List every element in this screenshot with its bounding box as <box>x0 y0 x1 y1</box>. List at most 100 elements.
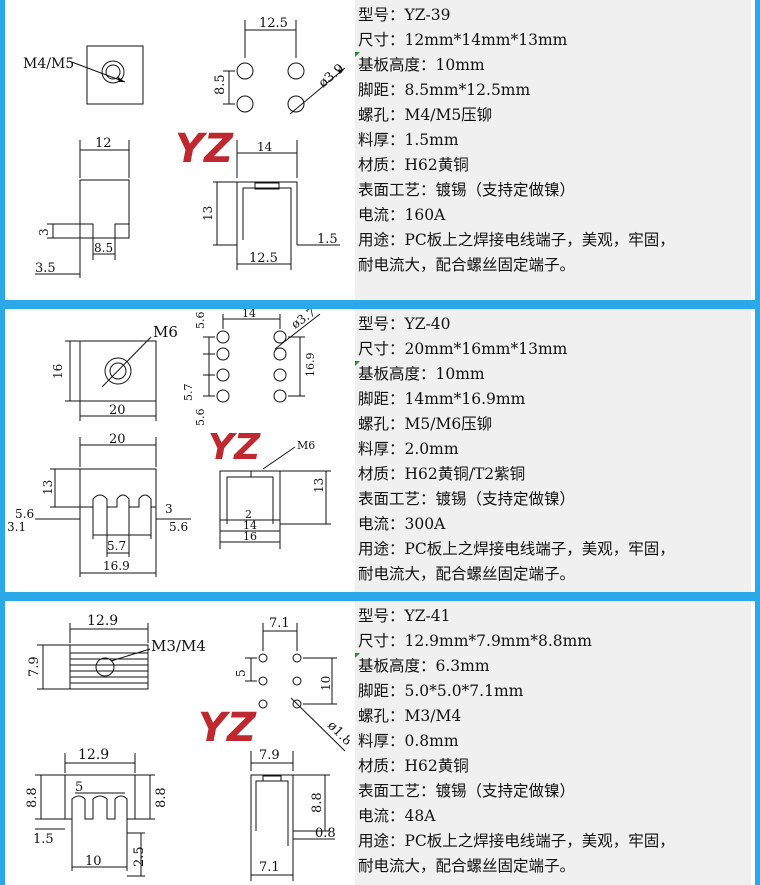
spec-line: 螺孔：M5/M6压铆 <box>358 415 493 433</box>
spec-line: 用途：PC板上之焊接电线端子，美观，牢固， <box>358 540 675 558</box>
dim-label: 8.8 <box>25 787 40 808</box>
spec-line: 材质：H62黄铜/T2紫铜 <box>358 465 526 483</box>
dim-label: 3.5 <box>35 261 56 276</box>
spec-line: 尺寸：12mm*14mm*13mm <box>358 31 568 49</box>
dim-label: 16.9 <box>304 353 317 378</box>
dim-label: 8.8 <box>310 792 325 813</box>
dim-label: 5.6 <box>194 312 207 330</box>
dim-label: 5.6 <box>169 520 188 534</box>
spec-line: 脚距：14mm*16.9mm <box>358 390 526 408</box>
dim-label: 0.8 <box>315 826 336 841</box>
dim-label: 3 <box>37 228 51 236</box>
spec-line: 型号：YZ-39 <box>358 6 451 24</box>
dim-label: 7.1 <box>269 616 290 631</box>
dim-label: 8.8 <box>154 787 169 808</box>
spec-line: 材质：H62黄铜 <box>358 757 469 775</box>
dim-label: 16 <box>243 530 257 543</box>
spec-line: 料厚：2.0mm <box>358 440 459 458</box>
product-yz-40: M6 16 20 20 13 5.6 3.1 5.7 16.9 3 5.6 14… <box>5 309 755 592</box>
dim-label: 14 <box>242 309 256 320</box>
spec-line: 用途：PC板上之焊接电线端子，美观，牢固， <box>358 231 675 249</box>
dim-label: 2 <box>245 508 252 521</box>
spec-panel-yz-40: 型号：YZ-40 尺寸：20mm*16mm*13mm 基板高度：10mm 脚距：… <box>355 309 751 592</box>
corner-marker <box>355 52 360 57</box>
spec-panel-yz-41: 型号：YZ-41 尺寸：12.9mm*7.9mm*8.8mm 基板高度：6.3m… <box>355 601 751 885</box>
dim-label: 20 <box>109 403 126 418</box>
spec-line: 螺孔：M4/M5压铆 <box>358 106 493 124</box>
dim-label: 5.7 <box>107 539 126 553</box>
dim-label: 13 <box>312 478 326 493</box>
spec-line: 基板高度：6.3mm <box>358 657 490 675</box>
dim-label: 14 <box>243 519 257 532</box>
product-yz-41: M3/M4 12.9 7.9 12.9 8.8 5 8.8 1.5 10 2.5… <box>5 601 755 885</box>
dim-label: 3.1 <box>7 520 26 534</box>
corner-marker <box>355 361 360 366</box>
dim-label: ø1.8 <box>324 718 350 749</box>
dim-label: 14 <box>257 140 273 154</box>
spec-line: 基板高度：10mm <box>358 365 485 383</box>
dim-label: 20 <box>109 432 126 447</box>
dim-label: 5.6 <box>194 409 207 427</box>
dim-label: 16 <box>51 364 65 379</box>
dim-label: 8.5 <box>94 241 113 255</box>
dim-label: 8.5 <box>213 74 228 95</box>
dim-label: 7.1 <box>259 860 280 875</box>
spec-line: 尺寸：20mm*16mm*13mm <box>358 340 568 358</box>
spec-line: 料厚：1.5mm <box>358 131 459 149</box>
spec-line: 型号：YZ-40 <box>358 315 451 333</box>
dim-label: 3 <box>165 502 173 516</box>
dim-label: 5.7 <box>182 384 195 402</box>
spec-line: 基板高度：10mm <box>358 56 485 74</box>
spec-line: 型号：YZ-41 <box>358 607 451 625</box>
spec-line: 表面工艺：镀锡（支持定做镍） <box>358 181 576 199</box>
dim-label: 1.5 <box>317 232 338 247</box>
dim-label: 2.5 <box>132 846 147 867</box>
technical-drawing-yz-40: M6 16 20 20 13 5.6 3.1 5.7 16.9 3 5.6 14… <box>7 309 331 577</box>
spec-line: 脚距：8.5mm*12.5mm <box>358 81 531 99</box>
dim-label: ø3.9 <box>316 61 347 91</box>
dim-label: 5.6 <box>15 507 34 521</box>
technical-drawing-yz-41: M3/M4 12.9 7.9 12.9 8.8 5 8.8 1.5 10 2.5… <box>25 613 350 881</box>
dim-label: 12.9 <box>87 613 118 629</box>
spec-line: 用途：PC板上之焊接电线端子，美观，牢固， <box>358 832 675 850</box>
spec-line: 电流：300A <box>358 515 446 533</box>
product-yz-39: M4/M5 12.5 8.5 ø3.9 12 3 8.5 3.5 14 13 1… <box>5 0 755 300</box>
dim-label: 10 <box>319 676 333 691</box>
logo: YZ <box>198 705 257 751</box>
spec-line: 电流：48A <box>358 807 436 825</box>
dim-label: 12 <box>95 136 112 151</box>
screw-label: M4/M5 <box>23 56 74 72</box>
spec-line: 料厚：0.8mm <box>358 732 459 750</box>
logo: YZ <box>208 427 261 468</box>
spec-line: 材质：H62黄铜 <box>358 156 469 174</box>
spec-line: 耐电流大，配合螺丝固定端子。 <box>358 857 576 875</box>
dim-label: 1.5 <box>33 832 54 847</box>
dim-label: 5 <box>75 780 83 795</box>
dim-label: ø3.7 <box>289 309 319 331</box>
screw-label: M6 <box>297 439 315 452</box>
corner-marker <box>355 653 360 658</box>
spec-line: 脚距：5.0*5.0*7.1mm <box>358 682 524 700</box>
dim-label: 10 <box>85 854 102 869</box>
dim-label: 7.9 <box>259 748 280 763</box>
logo: YZ <box>175 126 234 172</box>
section-divider <box>5 592 755 601</box>
dim-label: 5 <box>234 669 248 677</box>
spec-line: 电流：160A <box>358 206 446 224</box>
dim-label: 7.9 <box>27 656 42 677</box>
spec-line: 表面工艺：镀锡（支持定做镍） <box>358 490 576 508</box>
spec-line: 螺孔：M3/M4 <box>358 707 462 725</box>
spec-line: 耐电流大，配合螺丝固定端子。 <box>358 565 576 583</box>
spec-line: 表面工艺：镀锡（支持定做镍） <box>358 782 576 800</box>
dim-label: 12.5 <box>249 251 278 266</box>
dim-label: 13 <box>41 480 55 495</box>
right-border <box>755 0 760 885</box>
section-divider <box>5 300 755 309</box>
dim-label: 12.9 <box>78 747 109 763</box>
screw-label: M6 <box>153 323 178 341</box>
technical-drawing-yz-39: M4/M5 12.5 8.5 ø3.9 12 3 8.5 3.5 14 13 1… <box>23 16 347 278</box>
spec-line: 耐电流大，配合螺丝固定端子。 <box>358 256 576 274</box>
spec-panel-yz-39: 型号：YZ-39 尺寸：12mm*14mm*13mm 基板高度：10mm 脚距：… <box>355 0 751 300</box>
spec-line: 尺寸：12.9mm*7.9mm*8.8mm <box>358 632 592 650</box>
dim-label: 13 <box>201 206 215 221</box>
